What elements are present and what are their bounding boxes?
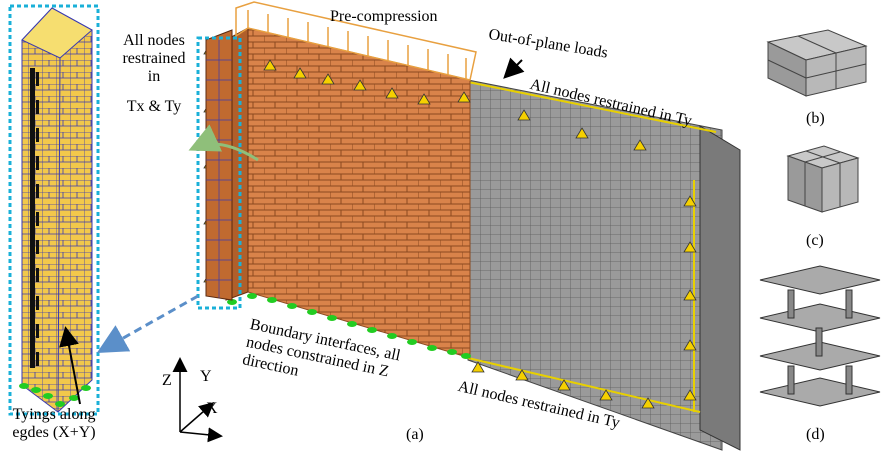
label-line: in bbox=[147, 68, 161, 85]
detail-d-interface-model bbox=[759, 265, 881, 407]
grey-wall-mesh bbox=[467, 79, 741, 451]
label-line: restrained bbox=[122, 50, 186, 67]
panel-b-label: (b) bbox=[806, 110, 825, 127]
tyings-arrow bbox=[59, 326, 81, 405]
label-all-nodes-restrained-txty: All nodes restrained in Tx & Ty bbox=[106, 32, 202, 116]
column-dashed-box bbox=[196, 36, 242, 310]
side-column bbox=[205, 29, 233, 301]
detail-b-brick-model bbox=[766, 29, 868, 97]
left-column-model bbox=[19, 7, 93, 413]
axis-z-label: Z bbox=[162, 372, 172, 389]
label-line: Tyings along bbox=[12, 406, 96, 423]
label-line: Tx & Ty bbox=[126, 98, 182, 115]
detail-c-brick-model bbox=[786, 145, 860, 213]
blue-dashed-arrow bbox=[96, 294, 199, 353]
panel-d-label: (d) bbox=[806, 426, 825, 443]
left-dashed-box bbox=[8, 4, 100, 416]
out-of-plane-arrow bbox=[503, 57, 525, 79]
boundary-supports bbox=[227, 293, 471, 359]
panel-a-label: (a) bbox=[406, 426, 424, 443]
left-column-supports bbox=[19, 383, 91, 407]
axis-y-label: Y bbox=[200, 368, 212, 385]
label-pre-compression: Pre-compression bbox=[330, 8, 438, 25]
tying-links bbox=[30, 68, 39, 368]
label-line: All nodes bbox=[123, 32, 185, 49]
label-line: egdes (X+Y) bbox=[12, 424, 96, 441]
label-tyings: Tyings along egdes (X+Y) bbox=[4, 406, 104, 442]
panel-c-label: (c) bbox=[806, 232, 824, 249]
axis-x-label: X bbox=[206, 400, 218, 417]
brick-wall bbox=[225, 1, 477, 359]
green-arrow bbox=[188, 124, 259, 162]
axis-triad bbox=[172, 357, 223, 443]
pre-compression-loads bbox=[235, 1, 477, 81]
